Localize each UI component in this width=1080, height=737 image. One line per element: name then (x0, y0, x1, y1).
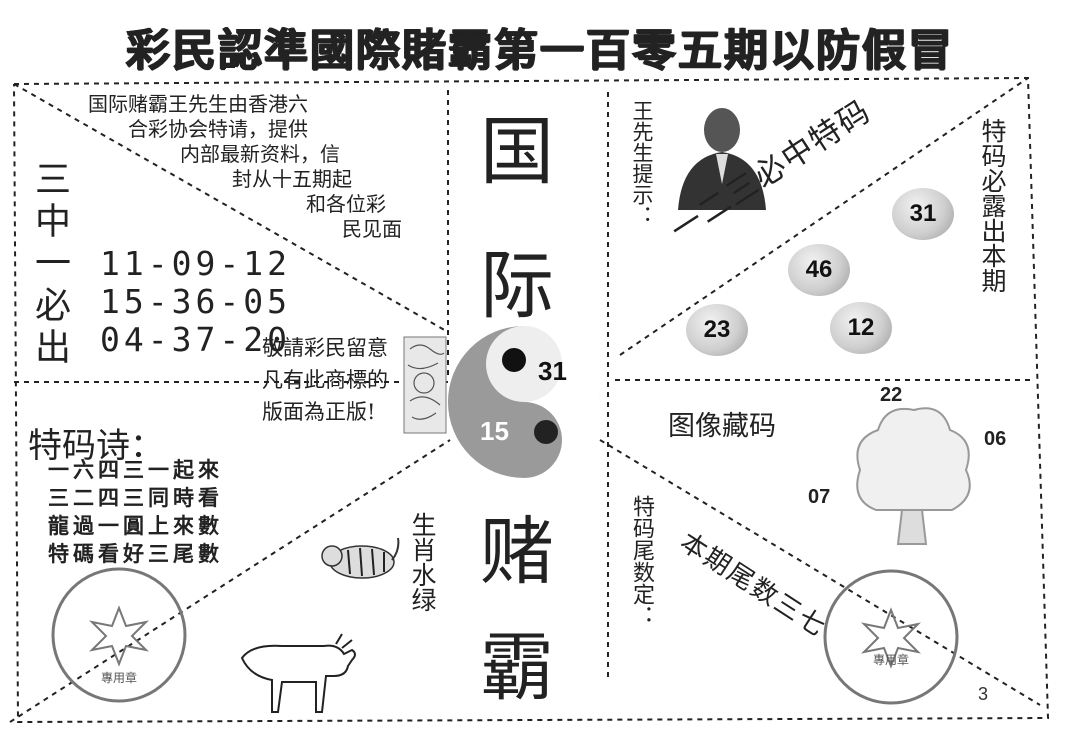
poem-line: 一六四三一起來 (48, 457, 223, 482)
tema-bilu-text: 特码必露出本期 (978, 118, 1007, 293)
poem-title: 特码诗： (28, 426, 164, 466)
poem-line: 特碼看好三尾數 (48, 541, 223, 566)
stamp-label: 專用章 (101, 670, 137, 685)
number-ball: 12 (830, 302, 892, 354)
number-groups: 11-09-12 15-36-05 04-37-20 (100, 245, 291, 359)
number-group: 04-37-20 (100, 320, 291, 359)
notice-line: 敬請彩民留意 (262, 336, 388, 360)
intro-line: 合彩协会特请，提供 (128, 117, 308, 141)
tuxiang-label: 图像藏码 (668, 411, 776, 442)
center-char: 霸 (480, 625, 554, 711)
notice-text: 敬請彩民留意 凡有此商標的 版面為正版! (262, 332, 388, 428)
ox-icon (240, 633, 356, 713)
page-title: 彩民認準國際賭霸第一百零五期以防假冒 (126, 25, 954, 76)
yinyang-number: 15 (480, 416, 509, 446)
notice-line: 版面為正版! (262, 400, 376, 424)
intro-line: 和各位彩 (306, 192, 386, 216)
tree-number: 22 (880, 384, 903, 406)
yinyang-number: 31 (538, 356, 567, 386)
number-group: 15-36-05 (100, 282, 291, 321)
center-char: 赌 (480, 509, 554, 595)
intro-line: 民见面 (342, 217, 402, 241)
weishu-text: 特码尾数定： (629, 495, 654, 627)
poem-line: 龍過一圓上來數 (48, 513, 223, 538)
shengxiao-text: 生肖水绿 (408, 512, 437, 612)
tree-number: 07 (808, 486, 831, 508)
tiger-icon (321, 537, 400, 579)
official-stamp-right: 專用章 (823, 569, 959, 705)
number-ball: 23 (686, 304, 748, 356)
stamp-label: 專用章 (873, 652, 909, 667)
poem-lines: 一六四三一起來 三二四三同時看 龍過一圓上來數 特碼看好三尾數 (48, 456, 223, 568)
intro-line: 封从十五期起 (232, 167, 352, 191)
intro-line: 内部最新资料，信 (180, 142, 340, 166)
poem-line: 三二四三同時看 (48, 485, 223, 510)
number-ball: 31 (892, 188, 954, 240)
sanzhong-label: 三中一必出 (29, 160, 70, 370)
tree-icon (856, 407, 971, 545)
wang-prompt: 王先生提示： (630, 100, 654, 226)
intro-line: 国际赌霸王先生由香港六 (88, 92, 308, 116)
yinyang-icon: 31 15 (448, 326, 600, 478)
number-group: 11-09-12 (100, 244, 291, 283)
intro-text: 国际赌霸王先生由香港六 合彩协会特请，提供 内部最新资料，信 封从十五期起 和各… (70, 92, 440, 242)
number-ball: 46 (788, 244, 850, 296)
center-char: 国 (480, 109, 554, 195)
trademark-emblem (403, 336, 447, 434)
notice-line: 凡有此商標的 (262, 368, 388, 392)
portrait-image (670, 100, 770, 210)
official-stamp-left: 專用章 (51, 567, 187, 703)
center-char: 际 (480, 243, 554, 329)
page-mark: 3 (978, 684, 989, 704)
tree-number: 06 (984, 428, 1007, 450)
